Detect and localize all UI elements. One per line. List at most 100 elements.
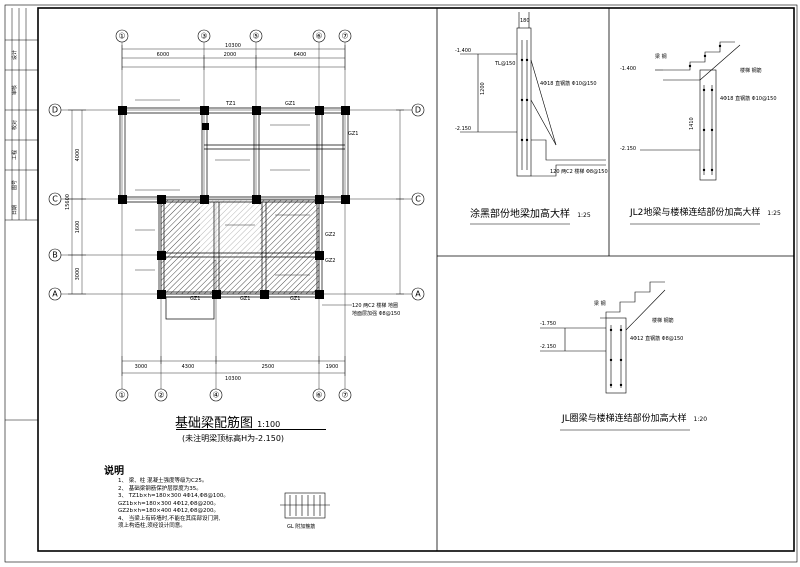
title-block-label: 校对 [11, 120, 18, 130]
title-block-label: 工程 [11, 150, 18, 160]
title-block-label: 设计 [11, 50, 18, 60]
notes-heading: 说明 [104, 466, 124, 477]
detail-3-title-text: JL圈梁与楼梯连结部份加高大样 [562, 414, 687, 424]
column-label: GZ2 [325, 258, 335, 264]
detail-3-rebar-dots [609, 328, 623, 387]
dimension-text: 6000 [157, 52, 170, 58]
axis-label: ③ [200, 32, 207, 41]
note-item: GZ2b×h=180×400 4Φ12,Φ8@200。 [118, 508, 219, 514]
dimension-text: 1200 [480, 82, 486, 95]
column-label: GZ1 [290, 296, 300, 302]
column-label: TZ1 [225, 101, 236, 107]
note-item: 3、 TZ1b×h=180×300 4Φ14,Φ8@100。 [118, 493, 229, 499]
foundation-beam-plan: ① ③ ⑤ ⑥ ⑦ ① ② ④ ⑥ ⑦ D D C C B A A [48, 29, 425, 402]
top-dimension-lines [121, 45, 346, 70]
plan-title: 基础梁配筋图 1:100 [175, 412, 280, 431]
axis-label: ⑥ [315, 32, 322, 41]
detail-1-title-text: 涂黑部份地梁加高大样 [470, 209, 570, 220]
side-axis-bubbles [48, 103, 425, 301]
rebar-label: TL@150 [494, 61, 515, 67]
axis-label: D [415, 106, 421, 115]
elevation-label: -1.400 [455, 48, 471, 54]
note-item: GZ1b×h=180×300 4Φ12,Φ8@200。 [118, 500, 219, 507]
rebar-label: 楼梯 钢筋 [652, 317, 674, 324]
note-item: 须上构造柱,须经设计同意。 [118, 523, 186, 529]
column-label: GZ1 [348, 131, 358, 137]
detail-1-drawing [460, 12, 606, 177]
axis-label: ⑥ [315, 391, 322, 400]
dimension-text: 1600 [75, 221, 81, 234]
note-item: 4、 当梁上有砖墙时,不能在其底部设门洞, [118, 515, 221, 522]
dimension-text: 6400 [294, 52, 307, 58]
dimension-text: 2000 [224, 52, 237, 58]
elevation-label: -1.400 [620, 66, 636, 72]
rebar-label: 120 两C2 楼梯 Φ8@150 [550, 168, 608, 175]
axis-label: ① [118, 32, 125, 41]
dimension-text: 180 [520, 18, 530, 24]
column-label: GZ1 [285, 101, 295, 107]
additional-stirrup-detail [280, 492, 330, 519]
detail-1-rebar-dots [520, 58, 529, 142]
rebar-label: 梁 钢 [594, 300, 606, 307]
axis-label: ② [157, 391, 164, 400]
beam-annotation-ticks [135, 99, 352, 306]
axis-label: ⑦ [341, 32, 348, 41]
beam-note-2: 地面层加强 Φ8@150 [352, 310, 400, 317]
small-detail-label: GL 附加箍筋 [287, 523, 315, 530]
detail-3-title: JL圈梁与楼梯连结部份加高大样 1:20 [562, 411, 707, 424]
left-dimension-lines [68, 109, 404, 295]
detail-2-title: JL2地梁与楼梯连结部份加高大样 1:25 [630, 205, 781, 218]
detail-2-rebar-dots [688, 44, 722, 172]
title-block-label: 审核 [11, 85, 18, 95]
detail-2-drawing [640, 41, 741, 181]
axis-label: ① [118, 391, 125, 400]
axis-label: C [52, 195, 58, 204]
detail-1-scale: 1:25 [577, 212, 591, 219]
notes-list: 1、 梁、柱 混凝土强度等级为C25。 2、 基础梁钢筋保护层厚度为35。 3、… [118, 478, 229, 531]
rebar-label: 楼梯 钢筋 [740, 67, 762, 74]
dimension-text: 3000 [135, 364, 148, 370]
bottom-dimension-lines [121, 356, 346, 376]
dimension-text: 1410 [689, 117, 695, 130]
elevation-label: -2.150 [620, 146, 636, 152]
axis-label: ⑤ [252, 32, 259, 41]
axis-label: A [415, 290, 421, 299]
dimension-text: 4300 [182, 364, 195, 370]
title-block-label: 日期 [12, 205, 18, 215]
detail-1-title: 涂黑部份地梁加高大样 1:25 [470, 205, 591, 220]
dimension-text: 10300 [225, 43, 241, 49]
columns [118, 106, 350, 299]
plan-subtitle: (未注明梁顶标高H为-2.150) [182, 434, 285, 443]
note-item: 1、 梁、柱 混凝土强度等级为C25。 [118, 478, 208, 484]
axis-label: ⑦ [341, 391, 348, 400]
rebar-label: 4Φ18 直钢筋 Φ10@150 [720, 95, 777, 102]
detail-2-scale: 1:25 [767, 210, 781, 217]
note-item: 2、 基础梁钢筋保护层厚度为35。 [118, 485, 202, 492]
title-strip [5, 8, 38, 421]
dimension-text: 3000 [75, 268, 81, 281]
dimension-text: 10300 [225, 376, 241, 382]
plan-title-underline [176, 429, 326, 430]
axis-label: C [415, 195, 421, 204]
dimension-text: 2500 [262, 364, 275, 370]
foundation-beams [119, 107, 349, 320]
rebar-label: 4Φ12 直钢筋 Φ8@150 [630, 335, 683, 342]
dimension-text: 15600 [65, 194, 71, 210]
column-label: GZ1 [240, 296, 250, 302]
detail-3-drawing [540, 281, 666, 394]
axis-label: ④ [212, 391, 219, 400]
plan-title-scale: 1:100 [257, 420, 281, 429]
axis-label: B [52, 251, 58, 260]
detail-3-scale: 1:20 [693, 416, 708, 423]
detail-2-title-text: JL2地梁与楼梯连结部份加高大样 [630, 208, 761, 218]
elevation-label: -2.150 [455, 126, 471, 132]
plan-title-text: 基础梁配筋图 [175, 416, 254, 431]
dimension-text: 1900 [326, 364, 339, 370]
column-label: GZ1 [190, 296, 200, 302]
rebar-label: 4Φ18 直钢筋 Φ10@150 [540, 80, 597, 87]
axis-label: D [52, 106, 58, 115]
rebar-label: 梁 钢 [655, 53, 667, 60]
column-label: GZ2 [325, 232, 335, 238]
title-block-label: 图号 [12, 180, 18, 190]
